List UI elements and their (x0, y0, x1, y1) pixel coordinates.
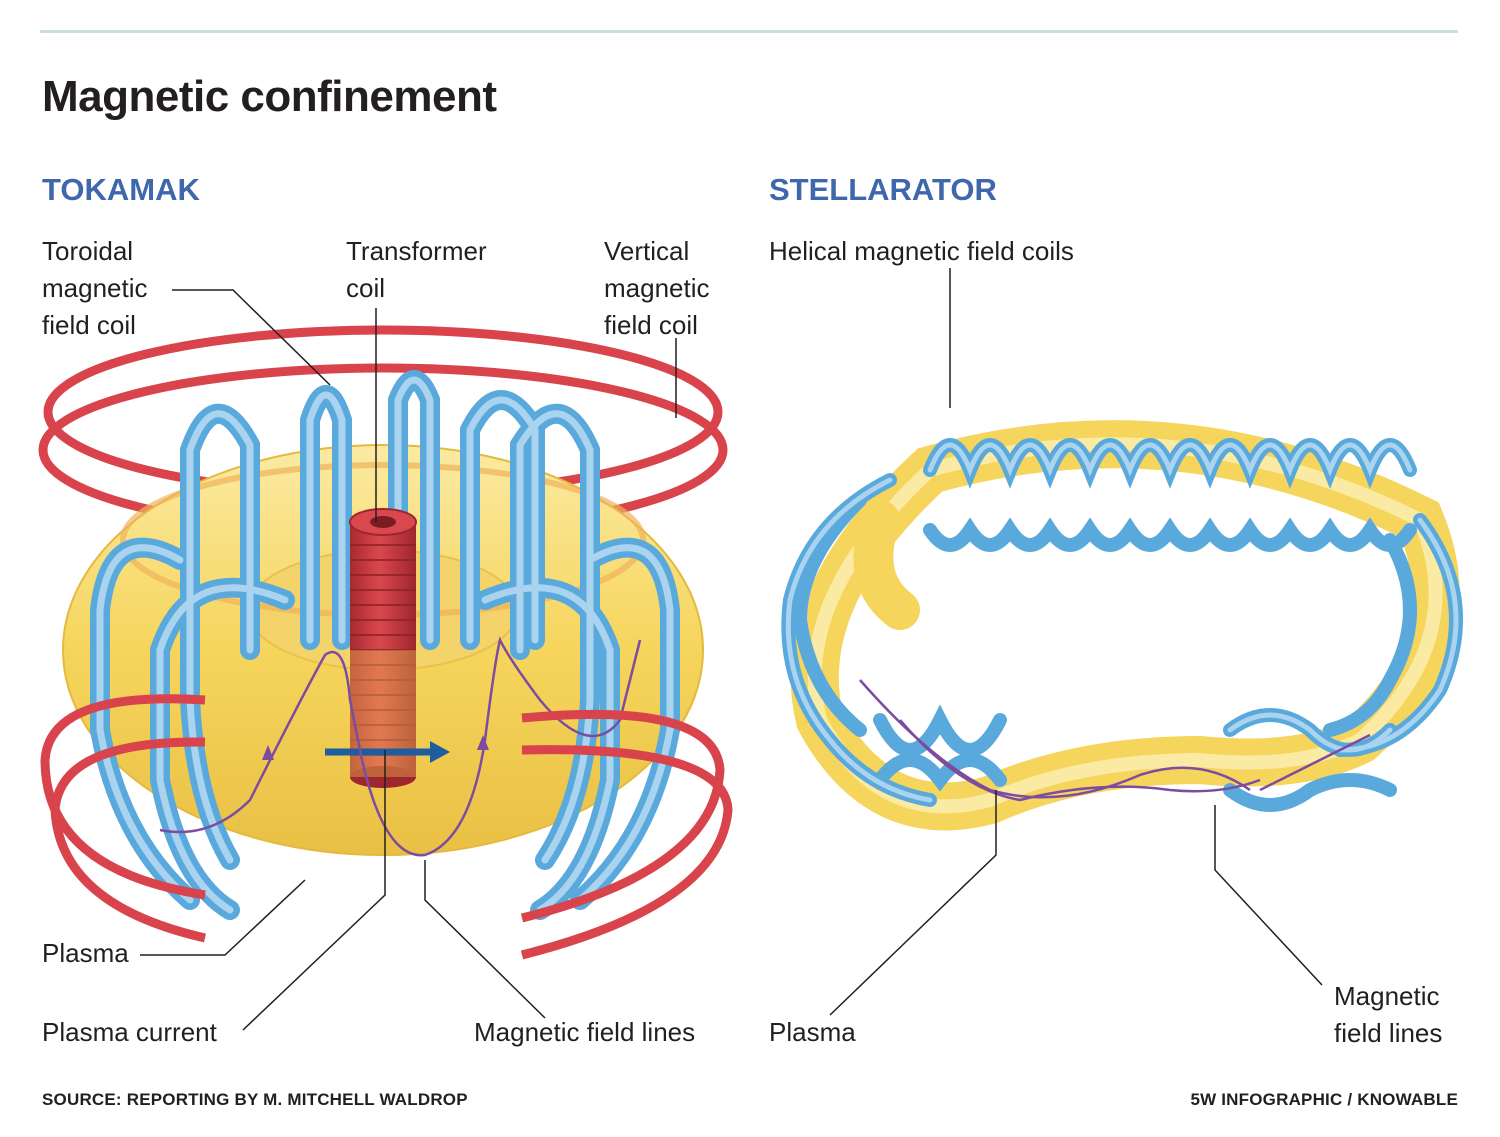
helical-coils (781, 438, 1463, 812)
label-toroidal-coil: Toroidal magnetic field coil (42, 236, 148, 340)
source-credit: SOURCE: REPORTING BY M. MITCHELL WALDROP (42, 1090, 468, 1109)
stellarator-field-lines (859, 679, 1371, 802)
field-line-arrows (262, 735, 489, 760)
top-rule (40, 30, 1458, 33)
tokamak-field-lines (159, 636, 642, 857)
label-tokamak-plasma: Plasma (42, 938, 129, 968)
label-transformer-coil: Transformer coil (346, 236, 487, 303)
tokamak-diagram (38, 289, 733, 1031)
page-title: Magnetic confinement (42, 72, 497, 121)
label-stellarator-field-lines: Magnetic field lines (1334, 981, 1443, 1048)
label-stellarator-plasma: Plasma (769, 1017, 856, 1047)
vertical-coil-rings-bottom (40, 694, 733, 960)
stellarator-heading: STELLARATOR (769, 172, 997, 207)
infographic-credit: 5W INFOGRAPHIC / KNOWABLE (1190, 1090, 1458, 1109)
transformer-coil (349, 508, 417, 788)
label-vertical-coil: Vertical magnetic field coil (604, 236, 710, 340)
stellarator-leader-lines (829, 268, 1323, 1016)
label-plasma-current: Plasma current (42, 1017, 217, 1047)
tokamak-leader-lines (140, 289, 677, 1031)
label-tokamak-field-lines: Magnetic field lines (474, 1017, 696, 1047)
plasma-current-arrow (325, 741, 450, 763)
tokamak-heading: TOKAMAK (42, 172, 200, 207)
stellarator-diagram (781, 268, 1463, 1016)
label-helical-coils: Helical magnetic field coils (769, 236, 1074, 266)
